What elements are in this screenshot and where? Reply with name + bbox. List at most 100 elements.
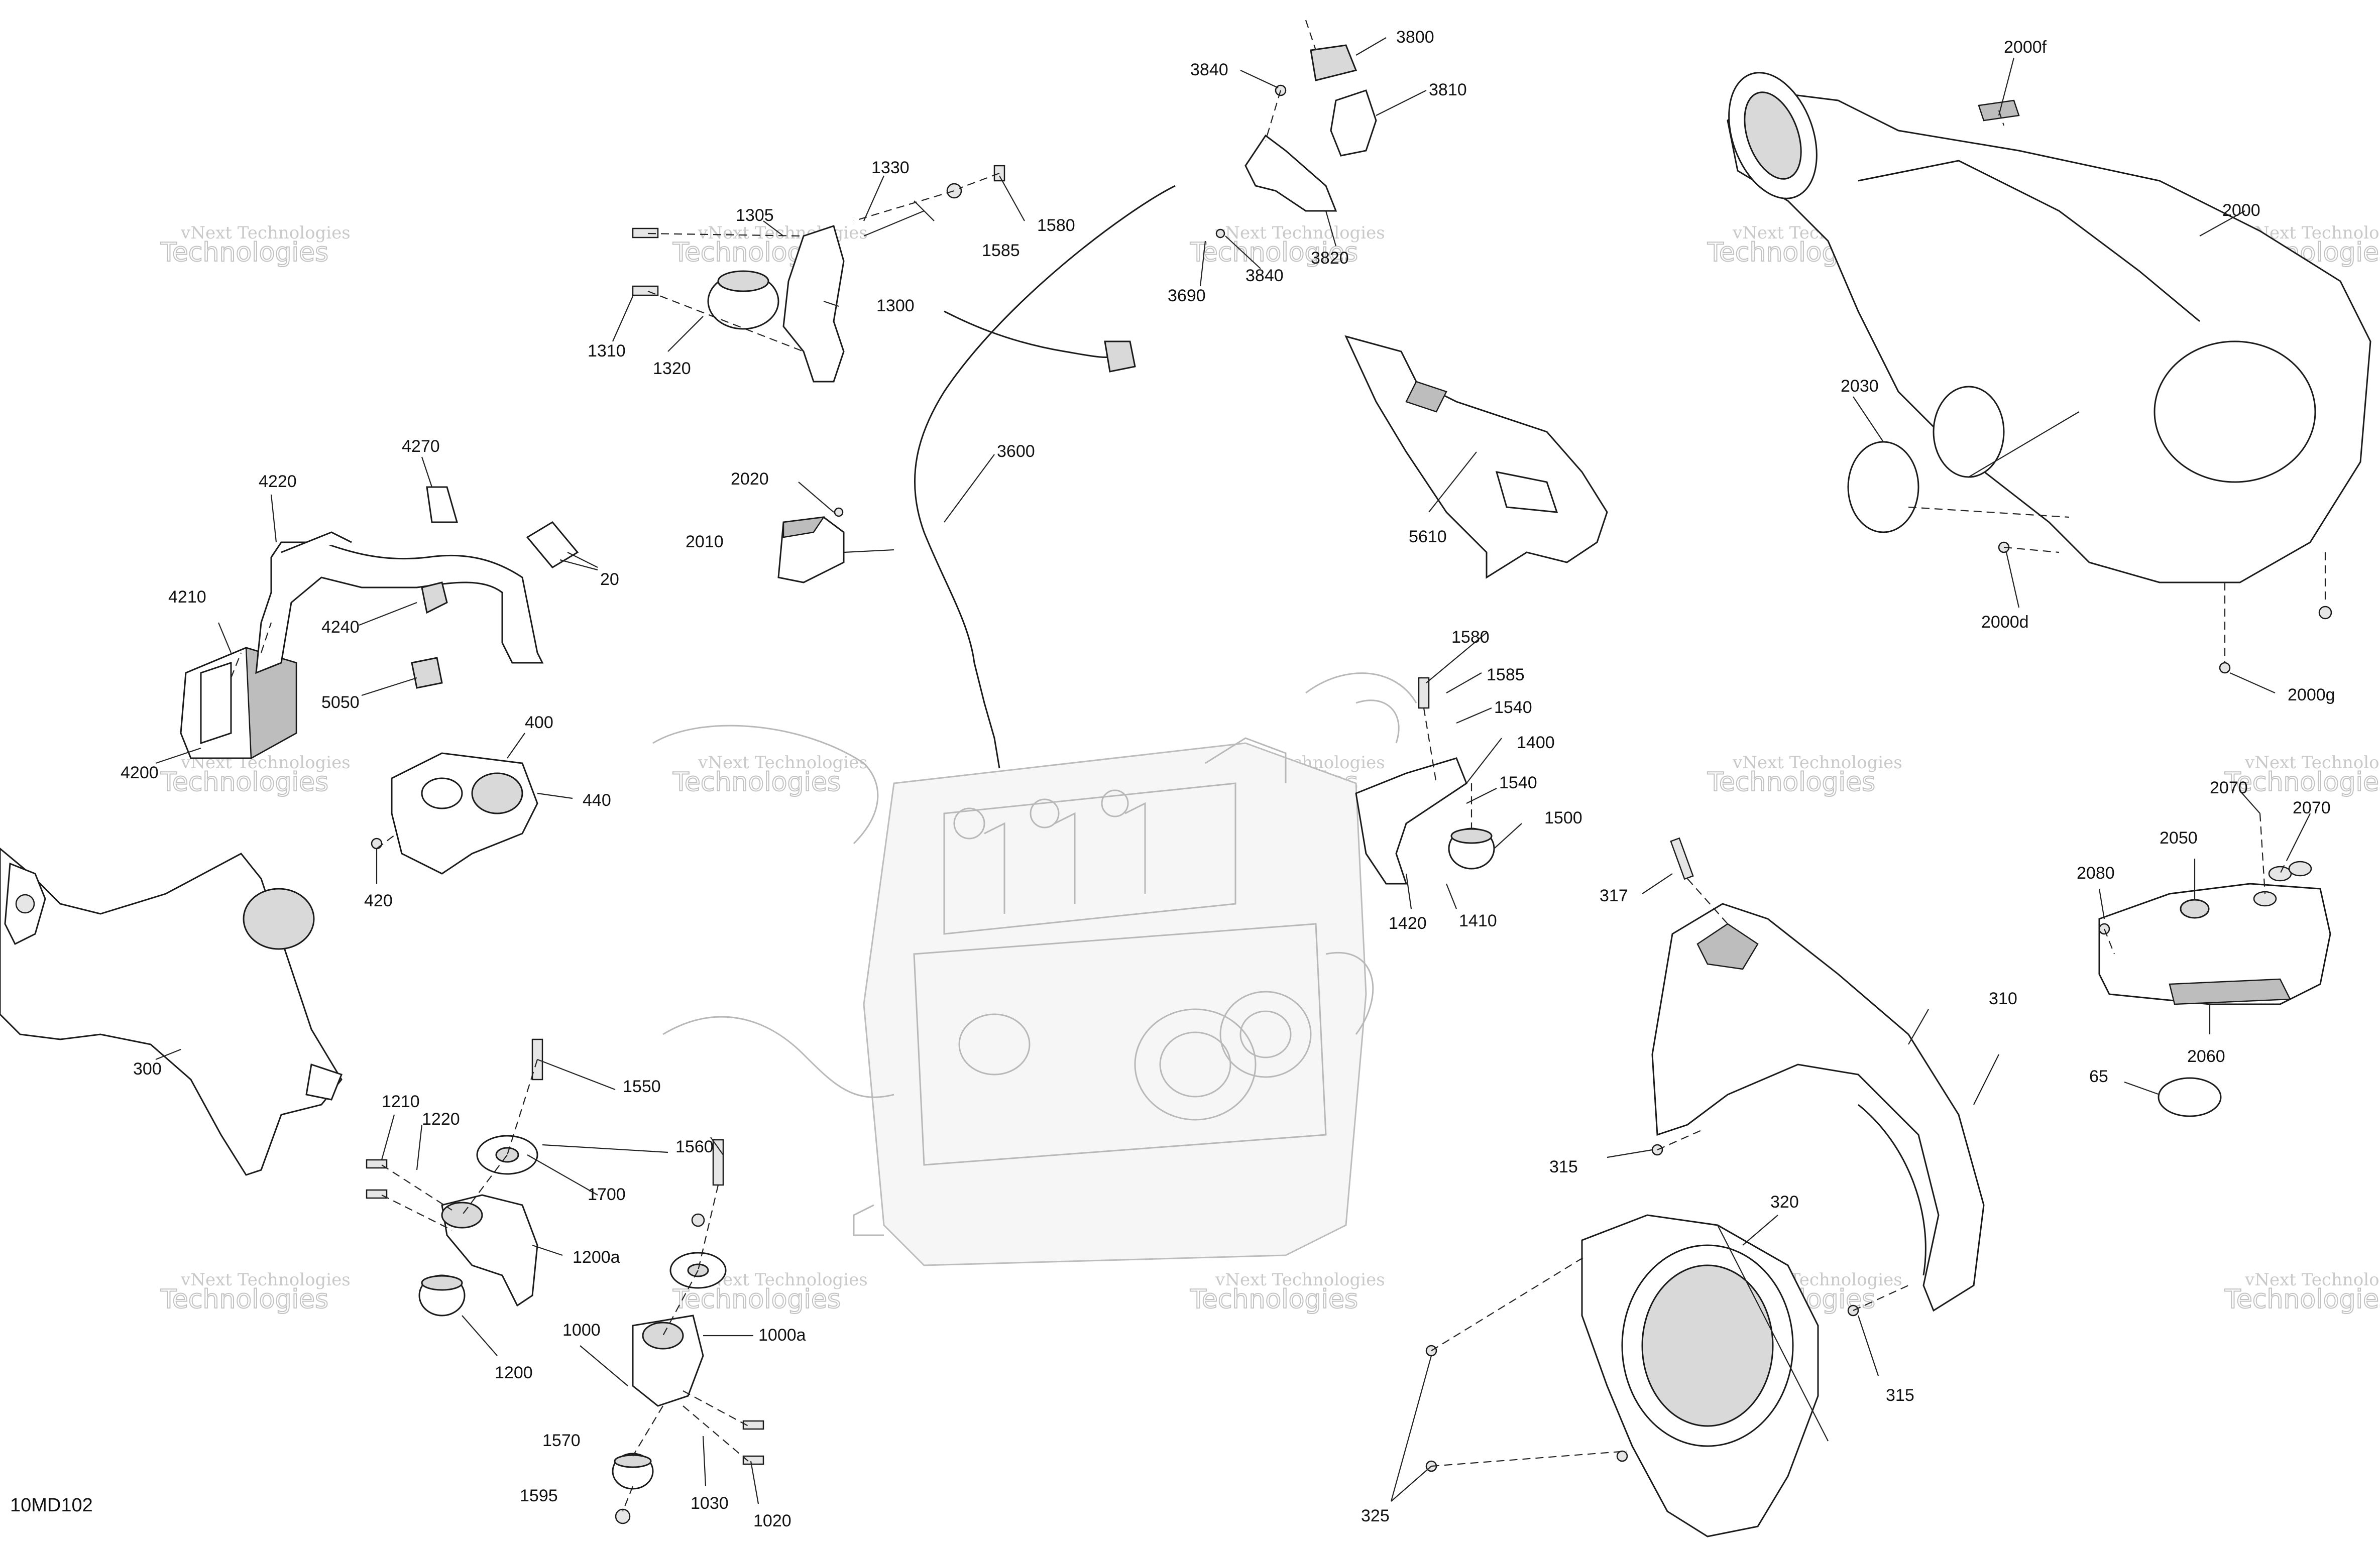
part-5610-deflector bbox=[1344, 335, 1608, 579]
part-400-actuator bbox=[391, 752, 538, 875]
part-4240-clip bbox=[421, 581, 448, 614]
label-2050: 2050 bbox=[2160, 828, 2198, 848]
label-1320: 1320 bbox=[653, 359, 691, 378]
label-1540-top: 1540 bbox=[1494, 698, 1532, 717]
part-3810-clamp bbox=[1330, 89, 1377, 157]
label-1580-mid: 1580 bbox=[1451, 628, 1490, 647]
part-2030-clamps bbox=[1847, 386, 2005, 533]
label-1000a: 1000a bbox=[758, 1326, 806, 1345]
label-440: 440 bbox=[583, 791, 611, 810]
label-4220: 4220 bbox=[259, 472, 297, 491]
bolt bbox=[712, 1139, 724, 1186]
label-5050: 5050 bbox=[321, 693, 360, 712]
label-2060: 2060 bbox=[2187, 1047, 2225, 1066]
label-1200a: 1200a bbox=[573, 1248, 620, 1267]
label-20: 20 bbox=[600, 570, 619, 589]
part-1500-mount bbox=[1448, 827, 1495, 870]
label-3840-bottom: 3840 bbox=[1245, 266, 1284, 285]
watermark-text: vNext Technologies bbox=[1215, 1270, 1385, 1290]
nut bbox=[1215, 228, 1225, 239]
label-2070-right: 2070 bbox=[2293, 798, 2331, 817]
label-3800: 3800 bbox=[1396, 28, 1434, 47]
screw bbox=[1616, 1450, 1628, 1462]
part-4200-module bbox=[180, 647, 297, 760]
label-1570: 1570 bbox=[542, 1431, 581, 1450]
label-4240: 4240 bbox=[321, 618, 360, 637]
watermark-text: Technologies bbox=[1190, 1284, 1358, 1315]
bolt bbox=[366, 1189, 388, 1199]
label-65: 65 bbox=[2089, 1067, 2108, 1086]
label-1420: 1420 bbox=[1389, 914, 1427, 933]
part-65-label bbox=[2158, 1077, 2222, 1117]
part-1200-mount bbox=[418, 1274, 466, 1317]
label-3810: 3810 bbox=[1429, 80, 1467, 99]
part-4270-cap bbox=[426, 486, 458, 523]
watermark-text: vNext Technologies bbox=[2244, 753, 2380, 773]
label-1540-bottom: 1540 bbox=[1499, 773, 1537, 792]
label-317: 317 bbox=[1600, 886, 1628, 905]
watermark-text: Technologies bbox=[160, 1284, 328, 1315]
label-2000g: 2000g bbox=[2288, 685, 2335, 704]
label-1550: 1550 bbox=[623, 1077, 661, 1096]
label-1330: 1330 bbox=[871, 158, 910, 177]
label-420: 420 bbox=[364, 891, 393, 910]
label-300: 300 bbox=[133, 1059, 162, 1079]
part-2050-grommet bbox=[2180, 899, 2210, 919]
leader-lines bbox=[155, 20, 2326, 1512]
bolt bbox=[742, 1455, 764, 1465]
part-5050-connector bbox=[411, 657, 443, 689]
label-1400: 1400 bbox=[1517, 733, 1555, 752]
label-4200: 4200 bbox=[121, 763, 159, 782]
part-2060-bracket bbox=[2098, 861, 2331, 1005]
part-300-belt-guard-left bbox=[0, 848, 343, 1176]
part-labels: 20 65 300 310 315 315 317 320 325 400 42… bbox=[10, 28, 2335, 1530]
part-310-belt-guard-right bbox=[1651, 903, 1985, 1312]
label-2070-left: 2070 bbox=[2210, 778, 2248, 797]
label-3600: 3600 bbox=[997, 442, 1035, 461]
part-1200a-mount bbox=[441, 1194, 538, 1307]
label-1585-top: 1585 bbox=[982, 241, 1020, 260]
label-2030: 2030 bbox=[1841, 377, 1879, 396]
watermark-text: Technologies bbox=[2224, 1284, 2380, 1315]
label-320: 320 bbox=[1770, 1193, 1799, 1212]
watermark-text: vNext Technologies bbox=[698, 223, 868, 243]
washer bbox=[615, 1508, 631, 1524]
label-2080: 2080 bbox=[2077, 864, 2115, 883]
part-2010-bracket bbox=[777, 516, 845, 583]
label-5610: 5610 bbox=[1409, 527, 1447, 546]
watermark-text: Technologies bbox=[2224, 767, 2380, 797]
label-1310: 1310 bbox=[588, 341, 626, 361]
label-1595: 1595 bbox=[520, 1486, 558, 1505]
label-315-right: 315 bbox=[1886, 1386, 1914, 1405]
label-1220: 1220 bbox=[422, 1110, 460, 1129]
watermark-text: Technologies bbox=[1190, 238, 1358, 268]
part-3820-lever bbox=[1244, 134, 1337, 212]
watermark-text: vNext Technologies bbox=[698, 753, 868, 773]
label-310: 310 bbox=[1989, 989, 2017, 1008]
bolt bbox=[2219, 662, 2231, 674]
screw bbox=[834, 507, 844, 517]
label-1210: 1210 bbox=[382, 1092, 420, 1111]
label-1580-top: 1580 bbox=[1037, 216, 1075, 235]
label-3690: 3690 bbox=[1168, 286, 1206, 305]
watermark-text: Technologies bbox=[672, 1284, 841, 1315]
watermark-text: Technologies bbox=[160, 238, 328, 268]
label-2000: 2000 bbox=[2222, 201, 2260, 220]
watermark-text: vNext Technologies bbox=[180, 1270, 351, 1290]
label-2000f: 2000f bbox=[2004, 38, 2047, 57]
part-1000-mount bbox=[632, 1315, 704, 1407]
label-1000: 1000 bbox=[562, 1321, 601, 1340]
label-315-left: 315 bbox=[1549, 1157, 1578, 1176]
bolt bbox=[742, 1420, 764, 1430]
bolt bbox=[2318, 606, 2332, 620]
bolt bbox=[1670, 837, 1694, 880]
